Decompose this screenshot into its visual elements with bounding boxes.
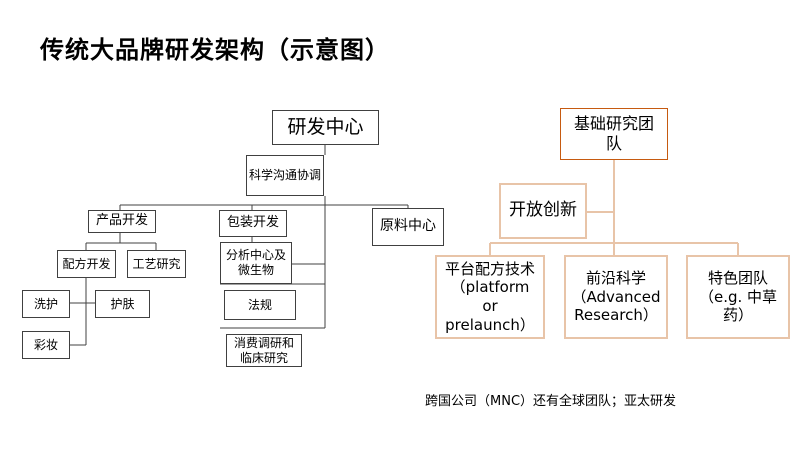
node-rd-center: 研发中心 xyxy=(272,110,379,145)
node-regulations: 法规 xyxy=(224,290,296,320)
slide-title: 传统大品牌研发架构（示意图） xyxy=(40,36,390,64)
node-packaging-dev: 包装开发 xyxy=(219,210,287,237)
node-skin-care: 护肤 xyxy=(95,290,150,318)
node-advanced-research: 前沿科学（Advanced Research） xyxy=(564,255,668,339)
right-tree-connectors xyxy=(489,160,739,255)
node-makeup: 彩妆 xyxy=(22,331,70,359)
node-basic-research-team: 基础研究团队 xyxy=(560,108,668,160)
node-wash-care: 洗护 xyxy=(22,290,70,318)
node-raw-material-center: 原料中心 xyxy=(372,208,444,246)
node-platform-tech: 平台配方技术（platform or prelaunch） xyxy=(435,255,545,339)
node-analysis-center: 分析中心及微生物 xyxy=(220,242,292,284)
node-formulation-dev: 配方开发 xyxy=(57,250,116,278)
footnote: 跨国公司（MNC）还有全球团队；亚太研发 xyxy=(425,394,677,409)
node-consumer-research: 消费调研和临床研究 xyxy=(226,334,302,367)
node-product-dev: 产品开发 xyxy=(88,210,156,233)
node-science-communication: 科学沟通协调 xyxy=(246,155,324,196)
node-process-research: 工艺研究 xyxy=(127,250,186,278)
node-open-innovation: 开放创新 xyxy=(499,183,587,239)
node-special-team: 特色团队（e.g. 中草药） xyxy=(686,255,790,339)
